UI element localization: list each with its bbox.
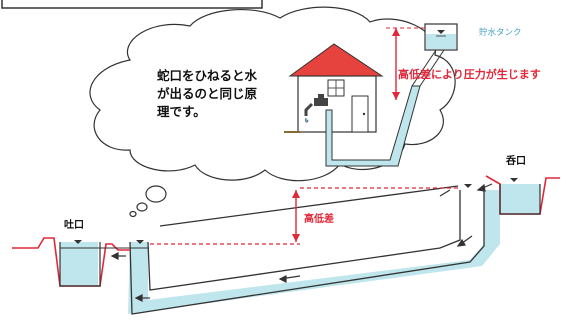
tank-label: 貯水タンク xyxy=(479,27,522,38)
thought-bubble-small xyxy=(129,210,137,218)
bubble-text-line3: 理です。 xyxy=(157,104,206,119)
outlet-label: 吐口 xyxy=(64,218,84,231)
pressure-label: 高低差により圧力が生じます xyxy=(398,67,541,81)
thought-cloud xyxy=(89,6,456,182)
thought-bubble-medium xyxy=(136,202,148,212)
elevation-label: 高低差 xyxy=(304,212,334,225)
supply-pipe xyxy=(325,85,421,167)
inlet-label: 呑口 xyxy=(505,154,526,167)
water-level-marker-right xyxy=(464,184,472,188)
bubble-text-line1: 蛇口をひねると水 xyxy=(157,68,258,83)
storage-tank xyxy=(411,23,458,87)
thought-bubble-large xyxy=(145,185,167,203)
outlet-channel xyxy=(60,242,98,286)
frame-fragment xyxy=(1,0,263,9)
elevation-dimension xyxy=(150,187,460,245)
water-level-marker-left xyxy=(136,240,144,244)
embankment-slope xyxy=(159,185,459,227)
faucet-icon xyxy=(304,94,328,123)
flow-arrows xyxy=(110,183,493,302)
inlet-channel xyxy=(500,184,540,214)
pressure-dimension xyxy=(386,27,428,100)
siphon-pipe xyxy=(128,190,500,314)
bubble-text-line2: が出るのと同じ原 xyxy=(157,86,258,101)
